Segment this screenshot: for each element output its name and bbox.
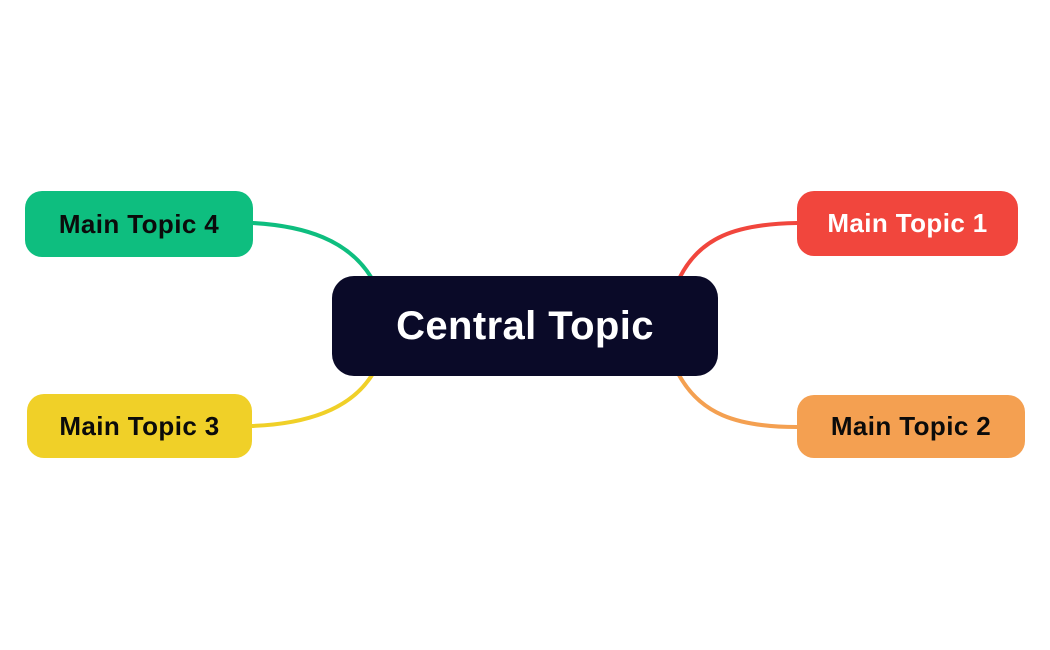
- main-topic-4-node[interactable]: Main Topic 4: [25, 191, 253, 257]
- main-topic-2-node[interactable]: Main Topic 2: [797, 395, 1025, 458]
- main-topic-1-label: Main Topic 1: [827, 208, 988, 238]
- main-topic-3-node[interactable]: Main Topic 3: [27, 394, 252, 458]
- connector-main-topic-2: [677, 373, 799, 429]
- main-topic-1-node[interactable]: Main Topic 1: [797, 191, 1018, 256]
- connector-main-topic-4: [251, 221, 373, 279]
- main-topic-4-label: Main Topic 4: [58, 208, 220, 239]
- connector-main-topic-1: [678, 221, 799, 279]
- main-topic-3-label: Main Topic 3: [59, 410, 220, 441]
- central-topic-label: Central Topic: [396, 303, 654, 348]
- connector-main-topic-3: [250, 373, 374, 428]
- central-topic-node[interactable]: Central Topic: [332, 276, 718, 376]
- main-topic-2-label: Main Topic 2: [830, 411, 992, 441]
